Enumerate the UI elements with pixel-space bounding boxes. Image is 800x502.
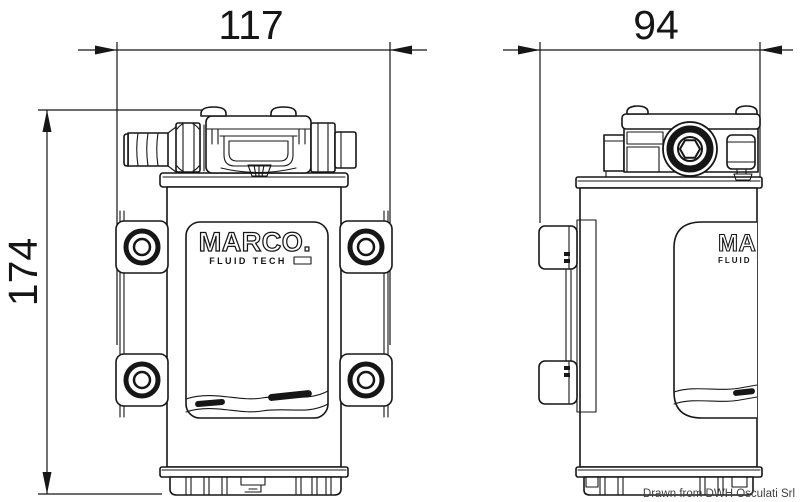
head-bolt-icon xyxy=(626,105,649,115)
arrowhead-icon xyxy=(390,45,412,55)
head-bolt-icon xyxy=(735,105,758,115)
side-label-panel: MARCO. FLUID TECH xyxy=(673,221,800,419)
end-cap xyxy=(583,476,754,496)
head-bolt-icon xyxy=(200,106,227,117)
registered-mark-box xyxy=(293,256,312,265)
arrowhead-icon xyxy=(95,45,117,55)
end-cap-ribs xyxy=(185,476,332,496)
front-pump-body: MARCO. FLUID TECH xyxy=(115,186,393,496)
label-wave-line xyxy=(673,396,758,405)
hex-nut-facets xyxy=(176,122,200,173)
head-detail-box xyxy=(626,146,660,173)
dimension-side-width xyxy=(503,42,793,223)
end-cap xyxy=(169,476,342,496)
bracket-bolt-mark xyxy=(564,252,570,256)
dimension-height xyxy=(38,109,207,495)
bracket-foot xyxy=(538,225,578,270)
barb-tip xyxy=(123,133,129,167)
terminal-detail xyxy=(240,476,266,493)
bracket-plate xyxy=(576,219,597,413)
arrowhead-icon xyxy=(760,45,782,55)
brand-logo-text: MARCO. xyxy=(199,227,312,257)
brand-logo-text-partial: MARCO. xyxy=(718,230,800,257)
label-fineprint-mark xyxy=(195,398,225,408)
head-detail-box xyxy=(626,131,664,145)
outlet-nut-facets xyxy=(317,122,329,173)
arrowhead-icon xyxy=(518,45,540,55)
head-bolt-icon xyxy=(270,106,297,117)
label-outline xyxy=(185,221,329,419)
side-canister-fitting xyxy=(726,134,756,181)
hex-socket-icon xyxy=(678,139,702,159)
label-fineprint-mark xyxy=(268,390,312,401)
rubber-grommets xyxy=(123,228,385,399)
label-fineprint-mark xyxy=(733,388,755,396)
front-label-panel: MARCO. FLUID TECH xyxy=(185,221,329,419)
end-cap-block xyxy=(585,476,599,488)
dim-label-side-width: 94 xyxy=(633,2,679,48)
mount-bracket xyxy=(538,219,597,413)
bracket-bolt-mark xyxy=(564,259,570,263)
bracket-foot xyxy=(538,360,578,405)
outlet-fitting xyxy=(310,122,357,173)
base-plate xyxy=(159,466,349,478)
dimension-front-width xyxy=(78,42,427,345)
side-view: MARCO. FLUID TECH xyxy=(538,105,800,496)
outlet-plug xyxy=(334,131,357,169)
head-flange-plate xyxy=(575,176,763,189)
brand-logo-subtext-partial: FLUID TECH xyxy=(718,256,786,265)
arrowhead-icon xyxy=(42,472,52,494)
arrowhead-icon xyxy=(42,110,52,132)
dim-label-front-width: 117 xyxy=(218,2,283,48)
barb-body xyxy=(127,132,169,167)
base-plate xyxy=(575,466,763,478)
center-port-detail xyxy=(247,164,272,177)
front-base xyxy=(159,466,349,496)
mount-web-lines xyxy=(119,210,389,418)
chamber-side xyxy=(603,134,625,172)
dim-label-height: 174 xyxy=(0,238,46,306)
recess-inner xyxy=(228,140,289,162)
hex-nut xyxy=(175,122,201,173)
side-base xyxy=(575,466,763,496)
label-wave-line xyxy=(185,403,329,413)
bracket-bolt-mark xyxy=(564,366,570,370)
outlet-nut xyxy=(310,122,336,173)
head-flange-plate xyxy=(159,172,349,188)
label-outline-side xyxy=(673,221,757,419)
end-cap-block xyxy=(731,476,748,488)
barb-collar xyxy=(167,126,177,173)
side-pump-body: MARCO. FLUID TECH xyxy=(538,187,800,496)
label-wave-line xyxy=(673,384,758,393)
hose-barb-fitting xyxy=(123,126,177,173)
hex-plug-port xyxy=(662,121,718,177)
bolt-boss-lines xyxy=(211,128,306,145)
head-skirt-curve xyxy=(220,167,297,173)
front-pump-head xyxy=(123,106,357,188)
end-cap-ribs xyxy=(599,476,724,496)
brand-logo-subtext: FLUID TECH xyxy=(209,256,287,266)
barb-ridges xyxy=(136,132,159,167)
watermark-text: Drawn from DWH Osculati Srl xyxy=(643,488,795,500)
bracket-bolt-mark xyxy=(564,373,570,377)
side-pump-head xyxy=(575,105,763,189)
front-view: MARCO. FLUID TECH xyxy=(115,106,393,496)
